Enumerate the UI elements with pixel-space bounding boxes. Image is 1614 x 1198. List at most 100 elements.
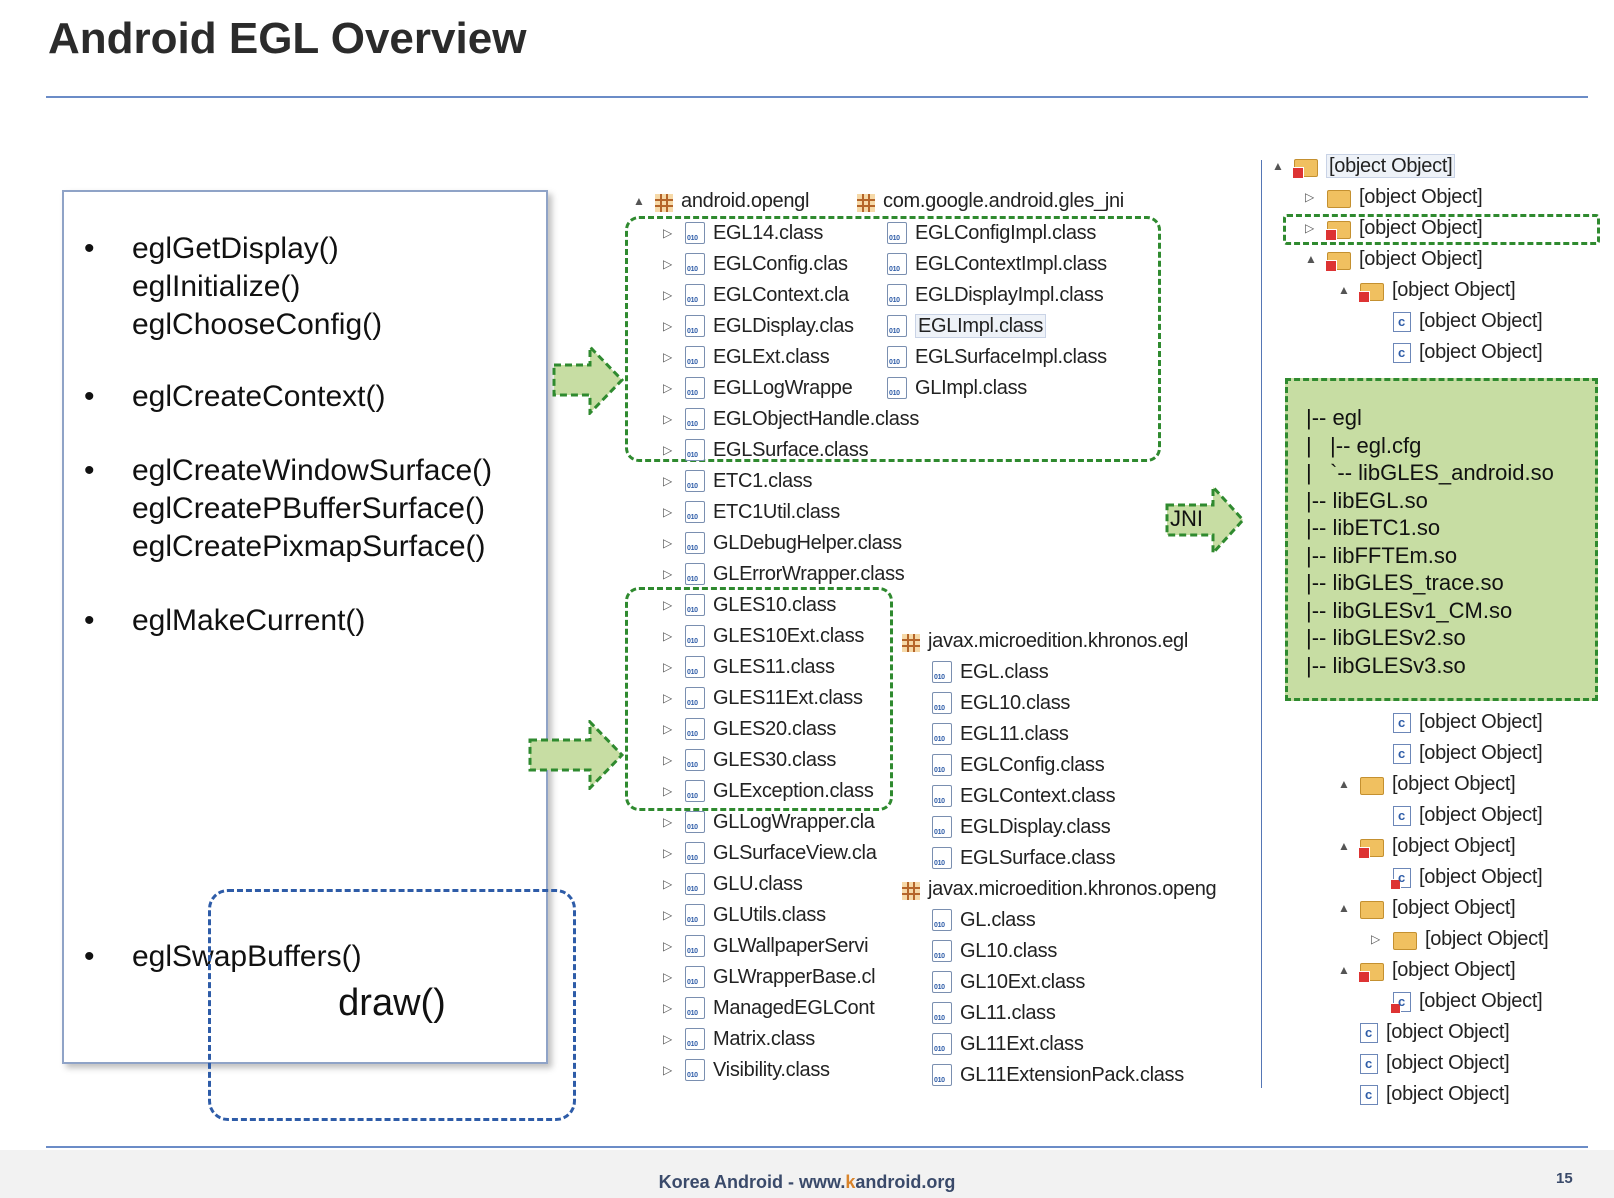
- collapse-triangle-icon[interactable]: ▲: [1338, 283, 1350, 297]
- class-file-row[interactable]: ▷GLDebugHelper.class: [663, 532, 902, 562]
- class-file-row[interactable]: ▷GLES30.class: [663, 749, 836, 779]
- expand-triangle-icon[interactable]: ▷: [663, 908, 672, 922]
- source-tree-row[interactable]: [object Object]: [1393, 711, 1543, 741]
- class-file-row[interactable]: ▷EGLSurface.class: [663, 439, 869, 469]
- source-tree-row[interactable]: [object Object]: [1393, 742, 1543, 772]
- expand-triangle-icon[interactable]: ▷: [663, 381, 672, 395]
- expand-triangle-icon[interactable]: ▷: [663, 1001, 672, 1015]
- expand-triangle-icon[interactable]: ▷: [663, 722, 672, 736]
- class-file-row[interactable]: ▷EGLObjectHandle.class: [663, 408, 919, 438]
- class-file-row[interactable]: ▷GLES10Ext.class: [663, 625, 864, 655]
- collapse-triangle-icon[interactable]: ▲: [1338, 963, 1350, 977]
- expand-triangle-icon[interactable]: ▷: [663, 629, 672, 643]
- collapse-triangle-icon[interactable]: ▲: [1272, 159, 1284, 173]
- package-row[interactable]: com.google.android.gles_jni: [857, 190, 1124, 220]
- expand-triangle-icon[interactable]: ▷: [663, 567, 672, 581]
- expand-triangle-icon[interactable]: ▷: [663, 536, 672, 550]
- expand-triangle-icon[interactable]: ▷: [663, 877, 672, 891]
- expand-triangle-icon[interactable]: ▷: [663, 443, 672, 457]
- expand-triangle-icon[interactable]: ▷: [663, 598, 672, 612]
- class-file-row[interactable]: ▷ETC1Util.class: [663, 501, 840, 531]
- source-tree-row[interactable]: ▲[object Object]: [1338, 897, 1516, 927]
- source-tree-row[interactable]: [object Object]: [1360, 1021, 1510, 1051]
- class-file-row[interactable]: EGLDisplayImpl.class: [887, 284, 1104, 314]
- class-file-row[interactable]: EGLDisplay.class: [932, 816, 1111, 846]
- source-tree-row[interactable]: [object Object]: [1390, 990, 1543, 1020]
- class-file-row[interactable]: ▷ETC1.class: [663, 470, 813, 500]
- class-file-row[interactable]: EGLContext.class: [932, 785, 1116, 815]
- class-file-row[interactable]: ▷GLErrorWrapper.class: [663, 563, 905, 593]
- expand-triangle-icon[interactable]: ▷: [663, 226, 672, 240]
- collapse-triangle-icon[interactable]: ▲: [1338, 901, 1350, 915]
- class-file-row[interactable]: GL10.class: [932, 940, 1057, 970]
- expand-triangle-icon[interactable]: ▷: [663, 1063, 672, 1077]
- class-file-row[interactable]: EGLContextImpl.class: [887, 253, 1107, 283]
- expand-triangle-icon[interactable]: ▷: [663, 753, 672, 767]
- expand-triangle-icon[interactable]: ▷: [663, 350, 672, 364]
- class-file-row[interactable]: ▷GLLogWrapper.cla: [663, 811, 875, 841]
- class-file-row[interactable]: GL11.class: [932, 1002, 1056, 1032]
- expand-triangle-icon[interactable]: ▷: [663, 1032, 672, 1046]
- class-file-row[interactable]: ▷EGLExt.class: [663, 346, 830, 376]
- expand-triangle-icon[interactable]: ▷: [663, 660, 672, 674]
- source-tree-row[interactable]: [object Object]: [1393, 804, 1543, 834]
- package-row[interactable]: javax.microedition.khronos.openg: [902, 878, 1217, 908]
- class-file-row[interactable]: ▷EGLContext.cla: [663, 284, 849, 314]
- class-file-row[interactable]: ▷GLES10.class: [663, 594, 836, 624]
- collapse-triangle-icon[interactable]: ▲: [1338, 839, 1350, 853]
- class-file-row[interactable]: GL11ExtensionPack.class: [932, 1064, 1184, 1094]
- source-tree-row[interactable]: ▷[object Object]: [1305, 217, 1483, 247]
- class-file-row[interactable]: EGL11.class: [932, 723, 1069, 753]
- expand-triangle-icon[interactable]: ▲: [633, 194, 645, 208]
- source-tree-row[interactable]: ▷[object Object]: [1305, 186, 1483, 216]
- expand-triangle-icon[interactable]: ▷: [663, 815, 672, 829]
- expand-triangle-icon[interactable]: ▷: [663, 505, 672, 519]
- expand-triangle-icon[interactable]: ▷: [663, 784, 672, 798]
- class-file-row[interactable]: ▷GLES11.class: [663, 656, 835, 686]
- class-file-row[interactable]: ▷EGL14.class: [663, 222, 823, 252]
- class-file-row[interactable]: ▷GLException.class: [663, 780, 874, 810]
- expand-triangle-icon[interactable]: ▷: [663, 939, 672, 953]
- source-tree-row[interactable]: ▲[object Object]: [1338, 279, 1516, 309]
- source-tree-row[interactable]: ▷[object Object]: [1371, 928, 1549, 958]
- source-tree-row[interactable]: ▲[object Object]: [1272, 154, 1456, 185]
- expand-triangle-icon[interactable]: ▷: [663, 970, 672, 984]
- source-tree-row[interactable]: [object Object]: [1390, 866, 1543, 896]
- class-file-row[interactable]: EGLConfigImpl.class: [887, 222, 1096, 252]
- class-file-row[interactable]: ▷Matrix.class: [663, 1028, 815, 1058]
- class-file-row[interactable]: EGLConfig.class: [932, 754, 1105, 784]
- class-file-row[interactable]: ▷GLU.class: [663, 873, 803, 903]
- source-tree-row[interactable]: [object Object]: [1393, 341, 1543, 371]
- source-tree-row[interactable]: ▲[object Object]: [1338, 835, 1516, 865]
- collapse-triangle-icon[interactable]: ▲: [1305, 252, 1317, 266]
- class-file-row[interactable]: GL11Ext.class: [932, 1033, 1084, 1063]
- class-file-row[interactable]: ▷GLUtils.class: [663, 904, 826, 934]
- expand-triangle-icon[interactable]: ▷: [663, 288, 672, 302]
- class-file-row[interactable]: ▷EGLConfig.clas: [663, 253, 848, 283]
- class-file-row[interactable]: ▷Visibility.class: [663, 1059, 830, 1089]
- class-file-row[interactable]: ▷EGLLogWrappe: [663, 377, 853, 407]
- expand-triangle-icon[interactable]: ▷: [1305, 221, 1314, 235]
- expand-triangle-icon[interactable]: ▷: [663, 319, 672, 333]
- source-tree-row[interactable]: ▲[object Object]: [1305, 248, 1483, 278]
- class-file-row[interactable]: GL.class: [932, 909, 1036, 939]
- class-file-row[interactable]: EGLSurface.class: [932, 847, 1116, 877]
- source-tree-row[interactable]: [object Object]: [1360, 1083, 1510, 1113]
- class-file-row[interactable]: ▷GLES20.class: [663, 718, 836, 748]
- expand-triangle-icon[interactable]: ▷: [663, 691, 672, 705]
- package-row[interactable]: javax.microedition.khronos.egl: [902, 630, 1188, 660]
- expand-triangle-icon[interactable]: ▷: [663, 257, 672, 271]
- class-file-row[interactable]: ▷GLSurfaceView.cla: [663, 842, 877, 872]
- class-file-row[interactable]: GLImpl.class: [887, 377, 1027, 407]
- class-file-row[interactable]: EGLSurfaceImpl.class: [887, 346, 1107, 376]
- source-tree-row[interactable]: ▲[object Object]: [1338, 959, 1516, 989]
- package-row[interactable]: ▲android.opengl: [633, 190, 809, 220]
- source-tree-row[interactable]: [object Object]: [1360, 1052, 1510, 1082]
- class-file-row[interactable]: ▷GLWallpaperServi: [663, 935, 869, 965]
- collapse-triangle-icon[interactable]: ▲: [1338, 777, 1350, 791]
- class-file-row[interactable]: ▷GLWrapperBase.cl: [663, 966, 876, 996]
- source-tree-row[interactable]: [object Object]: [1393, 310, 1543, 340]
- expand-triangle-icon[interactable]: ▷: [1371, 932, 1380, 946]
- class-file-row[interactable]: EGLImpl.class: [887, 314, 1047, 345]
- expand-triangle-icon[interactable]: ▷: [663, 846, 672, 860]
